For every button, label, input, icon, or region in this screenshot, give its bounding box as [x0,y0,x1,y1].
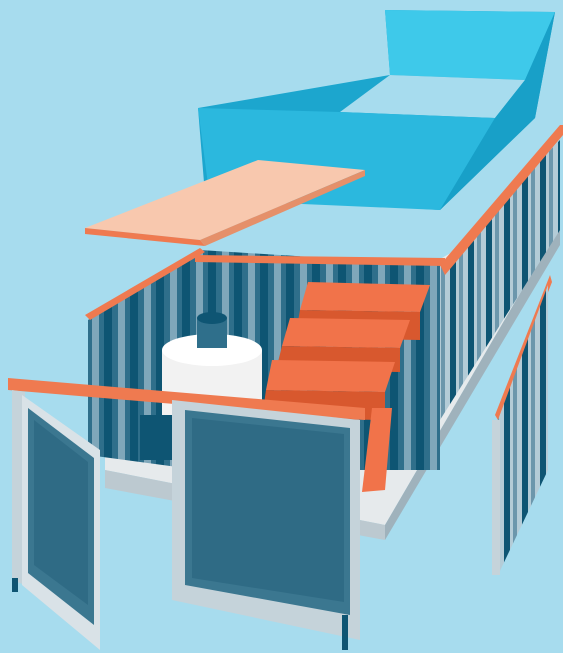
container-pool-illustration [0,0,563,653]
